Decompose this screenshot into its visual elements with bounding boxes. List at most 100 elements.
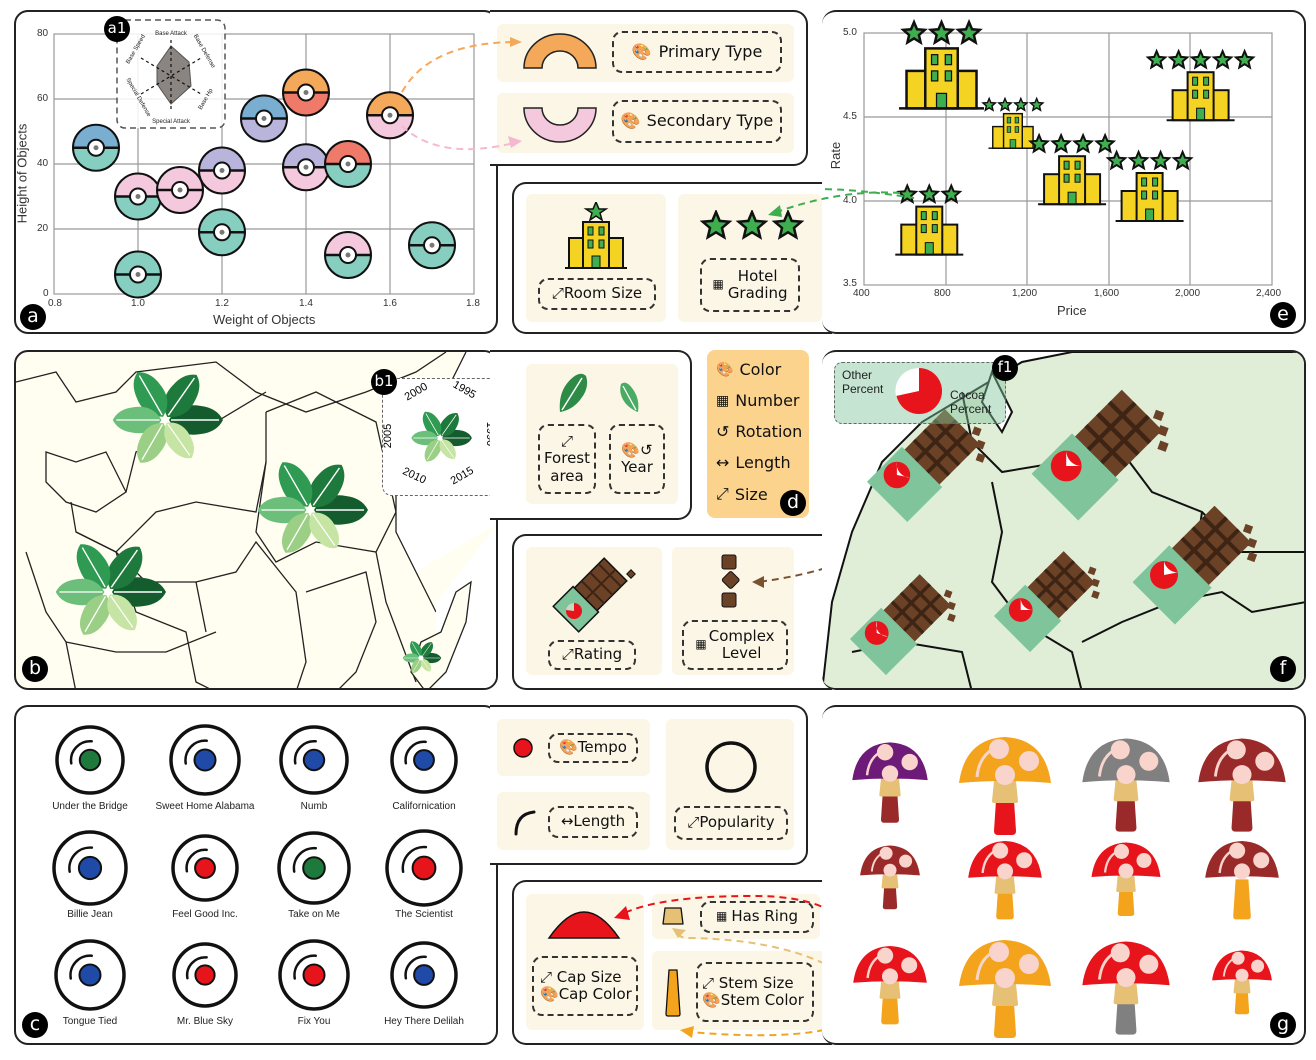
room-size-label: ⤢Room Size bbox=[538, 278, 656, 310]
song-title: Sweet Home Alabama bbox=[155, 801, 255, 812]
channel-length: ↔Length bbox=[716, 453, 791, 472]
scatter-chart-a: Base Attack Special Attack Base Defense … bbox=[53, 19, 475, 299]
badge-d: d bbox=[780, 490, 806, 516]
palette-icon: 🎨 bbox=[716, 361, 734, 378]
stem-shape-icon bbox=[665, 969, 681, 1017]
rating-label: ⤢Rating bbox=[548, 640, 636, 670]
song-vinyl-glyph bbox=[278, 939, 350, 1011]
rotate-icon: ↺ bbox=[716, 422, 730, 441]
song-vinyl-glyph bbox=[390, 726, 458, 794]
x-tick: 2,400 bbox=[1256, 288, 1282, 299]
song-title: Tongue Tied bbox=[62, 1016, 118, 1027]
legend-forest-card bbox=[526, 364, 678, 504]
half-ring-bottom-icon bbox=[523, 107, 597, 143]
mushroom-glyph bbox=[1198, 738, 1286, 832]
y-axis-label: Height of Objects bbox=[14, 123, 30, 224]
song-vinyl-glyph bbox=[385, 829, 463, 907]
mushroom-glyph bbox=[852, 742, 928, 823]
y-tick: 40 bbox=[37, 158, 49, 169]
three-stars-icon bbox=[700, 210, 804, 240]
palette-icon: 🎨 bbox=[559, 738, 578, 757]
palette-icon: 🎨 bbox=[631, 41, 652, 61]
mushroom-glyph bbox=[1091, 842, 1161, 916]
channel-number: ▦Number bbox=[716, 391, 800, 410]
x-tick: 0.8 bbox=[48, 298, 62, 309]
chocolate-glyphs bbox=[849, 389, 1258, 676]
hotel-marker bbox=[895, 183, 964, 256]
x-tick: 1,200 bbox=[1012, 288, 1038, 299]
scatter-chart-e bbox=[822, 18, 1273, 286]
mushroom-glyph bbox=[853, 946, 927, 1025]
song-vinyl-glyph bbox=[52, 830, 128, 906]
mushroom-glyph bbox=[1212, 950, 1272, 1015]
chocolate-bar-icon bbox=[552, 557, 636, 633]
pokeball-marker bbox=[156, 166, 204, 214]
arrows-horizontal-icon: ↔ bbox=[560, 812, 574, 831]
popularity-ring-icon bbox=[705, 741, 757, 793]
palette-icon: 🎨 bbox=[702, 991, 721, 1009]
resize-icon: ⤢ bbox=[561, 645, 574, 664]
badge-f: f bbox=[1270, 656, 1296, 682]
y-tick: 80 bbox=[37, 28, 49, 39]
song-title: Feel Good Inc. bbox=[172, 909, 238, 920]
cap-shape-icon bbox=[547, 911, 621, 939]
song-vinyl-glyph bbox=[171, 834, 239, 902]
resize-icon: ⤢ bbox=[551, 284, 564, 303]
hotel-marker bbox=[1105, 149, 1194, 222]
y-tick: 3.5 bbox=[843, 278, 857, 289]
pokeball-marker bbox=[198, 146, 246, 195]
x-tick: 800 bbox=[934, 288, 951, 299]
badge-c: c bbox=[22, 1012, 48, 1038]
grid-icon: ▦ bbox=[716, 392, 730, 409]
mushroom-grid bbox=[852, 737, 1286, 1038]
x-tick: 1.6 bbox=[383, 298, 397, 309]
song-vinyl-glyph bbox=[54, 939, 126, 1011]
stem-size-color-label: ⤢ Stem Size🎨Stem Color bbox=[696, 962, 814, 1022]
grid-icon: ▦ bbox=[715, 909, 728, 924]
resize-icon: ⤢ bbox=[540, 967, 557, 986]
song-vinyl-glyph bbox=[55, 725, 125, 795]
resize-icon: ⤢ bbox=[716, 484, 729, 503]
song-title: Under the Bridge bbox=[52, 801, 128, 812]
badge-a1: a1 bbox=[104, 16, 130, 42]
grid-icon: ▦ bbox=[712, 277, 724, 292]
badge-a: a bbox=[20, 304, 46, 330]
mushroom-glyph bbox=[860, 845, 920, 910]
resize-icon: ⤢ bbox=[687, 813, 700, 832]
year-label-2005: 2005 bbox=[382, 423, 395, 449]
pokeball-marker bbox=[198, 208, 246, 257]
primary-type-label: 🎨Primary Type bbox=[612, 31, 782, 73]
cocoa-pie-icon bbox=[895, 367, 942, 414]
y-tick: 20 bbox=[37, 223, 49, 234]
mushroom-glyph bbox=[959, 737, 1051, 835]
ring-shape-icon bbox=[662, 907, 684, 925]
song-vinyl-glyph bbox=[277, 831, 351, 905]
x-tick: 2,000 bbox=[1175, 288, 1201, 299]
pokeball-marker bbox=[366, 91, 414, 140]
song-title: Take on Me bbox=[288, 909, 340, 920]
pokeball-marker bbox=[408, 221, 456, 270]
y-tick: 4.5 bbox=[843, 111, 857, 122]
song-title: Billie Jean bbox=[67, 909, 113, 920]
song-title: Numb bbox=[300, 801, 328, 812]
length-label: ↔Length bbox=[548, 806, 638, 838]
has-ring-label: ▦Has Ring bbox=[700, 901, 814, 933]
y-tick: 4.0 bbox=[843, 195, 857, 206]
large-leaf-icon bbox=[559, 373, 588, 412]
pokeball-marker bbox=[240, 94, 288, 143]
badge-b1: b1 bbox=[371, 369, 397, 395]
hotel-marker bbox=[899, 18, 985, 110]
y-axis-label: Rate bbox=[828, 141, 844, 170]
song-vinyl-glyph bbox=[172, 942, 238, 1008]
y-tick: 0 bbox=[43, 288, 49, 299]
pokeball-marker bbox=[114, 172, 162, 221]
y-tick: 60 bbox=[37, 93, 49, 104]
legend-stem-card bbox=[652, 951, 832, 1030]
popularity-label: ⤢Popularity bbox=[674, 806, 788, 840]
half-ring-top-icon bbox=[523, 33, 597, 69]
